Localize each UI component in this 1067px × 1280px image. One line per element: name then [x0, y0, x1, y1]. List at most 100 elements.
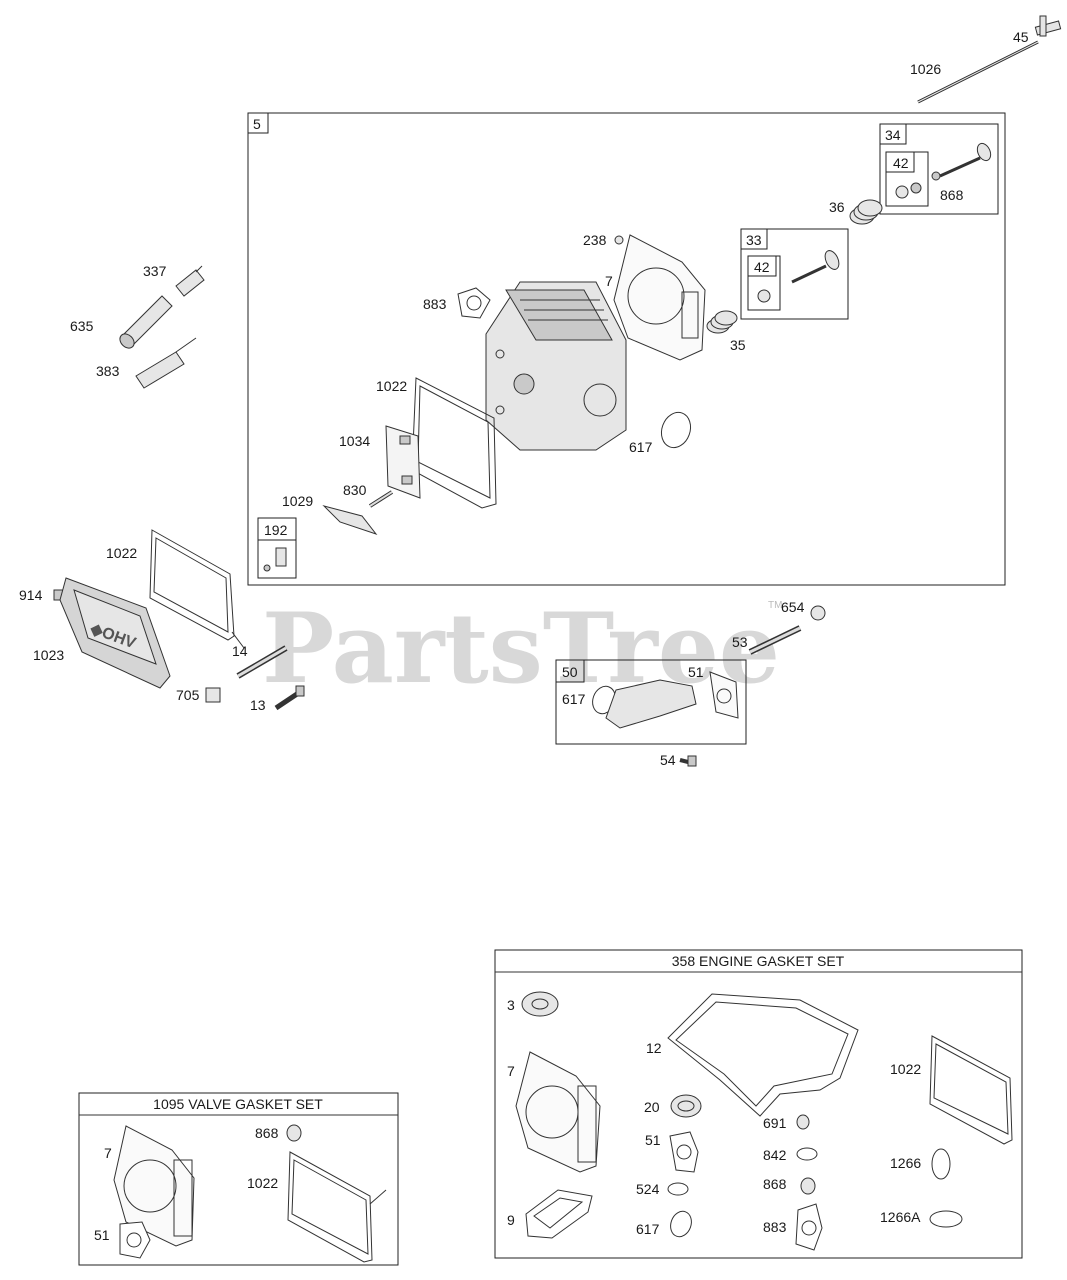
- exhaust-valve-34[interactable]: [931, 141, 993, 181]
- intake-valve-33[interactable]: [791, 248, 842, 284]
- nut-654[interactable]: [810, 605, 826, 621]
- callout-635: 635: [70, 318, 94, 334]
- valve-cover-gasket-1022-outer[interactable]: [149, 529, 245, 649]
- vgs-callout-1022: 1022: [247, 1175, 278, 1191]
- valve-keeper-42a[interactable]: [895, 182, 922, 199]
- vgs-cover-gasket-1022[interactable]: [287, 1151, 387, 1263]
- egs-callout-524: 524: [636, 1181, 660, 1197]
- egs-seal-691[interactable]: [796, 1114, 810, 1130]
- sub-box-label-42a: 42: [893, 155, 909, 171]
- cylinder-head[interactable]: [485, 281, 627, 451]
- valve-gasket-set-title: 1095 VALVE GASKET SET: [153, 1096, 323, 1112]
- egs-o-ring-842[interactable]: [796, 1147, 818, 1161]
- egs-cover-gasket-1022[interactable]: [929, 1035, 1013, 1145]
- head-gasket-7[interactable]: [613, 234, 706, 361]
- callout-35: 35: [730, 337, 746, 353]
- egs-crankcase-gasket-12[interactable]: [667, 993, 859, 1117]
- egs-callout-12: 12: [646, 1040, 662, 1056]
- egs-callout-1266: 1266: [890, 1155, 921, 1171]
- callout-654: 654: [781, 599, 805, 615]
- breather-screw-192[interactable]: [263, 547, 287, 572]
- egs-seal-3[interactable]: [521, 991, 559, 1017]
- valve-spring-35[interactable]: [706, 310, 738, 334]
- intake-manifold-51[interactable]: [605, 671, 739, 729]
- egs-callout-51: 51: [645, 1132, 661, 1148]
- plug-wrench-635[interactable]: [117, 295, 173, 351]
- callout-383: 383: [96, 363, 120, 379]
- egs-callout-1266a: 1266A: [880, 1209, 921, 1225]
- vgs-head-gasket-7[interactable]: [113, 1125, 195, 1247]
- callout-1022: 1022: [376, 378, 407, 394]
- egs-callout-9: 9: [507, 1212, 515, 1228]
- vgs-seal-868[interactable]: [286, 1124, 302, 1142]
- callout-705: 705: [176, 687, 200, 703]
- engine-gasket-set: [494, 949, 1023, 1259]
- callout-617-intake: 617: [562, 691, 586, 707]
- callout-1023: 1023: [33, 647, 64, 663]
- watermark: PartsTree: [262, 592, 780, 705]
- egs-callout-691: 691: [763, 1115, 787, 1131]
- vgs-callout-7: 7: [104, 1145, 112, 1161]
- egs-o-ring-1266[interactable]: [931, 1148, 951, 1180]
- egs-seal-868[interactable]: [800, 1177, 816, 1195]
- egs-callout-7: 7: [507, 1063, 515, 1079]
- valve-cover-1023[interactable]: ◆OHV: [59, 577, 171, 689]
- callout-1022-outer: 1022: [106, 545, 137, 561]
- callout-238: 238: [583, 232, 607, 248]
- valve-gasket-set: [78, 1092, 399, 1266]
- sub-box-50: [555, 659, 747, 745]
- assembly-box-5-tag: [247, 112, 269, 134]
- callout-7: 7: [605, 273, 613, 289]
- bolt-13[interactable]: [274, 685, 305, 711]
- bolt-54[interactable]: [679, 755, 697, 767]
- egs-intake-gasket-51[interactable]: [669, 1131, 699, 1173]
- egs-o-ring-617[interactable]: [667, 1208, 695, 1239]
- plug-tool-383[interactable]: [135, 337, 197, 389]
- callout-868: 868: [940, 187, 964, 203]
- vgs-intake-gasket-51[interactable]: [119, 1221, 151, 1259]
- assembly-label-5: 5: [253, 116, 261, 132]
- pushrod-1026[interactable]: [917, 40, 1039, 104]
- egs-gasket-9[interactable]: [525, 1189, 593, 1239]
- callout-617: 617: [629, 439, 653, 455]
- callout-883: 883: [423, 296, 447, 312]
- spark-plug-337[interactable]: [175, 265, 205, 297]
- valve-spring-36[interactable]: [849, 199, 883, 225]
- stud-14[interactable]: [236, 645, 288, 679]
- valve-45[interactable]: [1034, 15, 1062, 37]
- callout-1034: 1034: [339, 433, 370, 449]
- egs-intake-gasket-883[interactable]: [795, 1203, 823, 1251]
- watermark-tm: TM: [768, 600, 782, 611]
- sub-box-label-50: 50: [562, 664, 578, 680]
- callout-13: 13: [250, 697, 266, 713]
- breather-tube-1029[interactable]: [322, 505, 378, 535]
- callout-53: 53: [732, 634, 748, 650]
- assembly-box-5: [247, 112, 1006, 586]
- egs-o-ring-1266a[interactable]: [929, 1210, 963, 1228]
- stud-830[interactable]: [368, 490, 394, 508]
- egs-callout-1022: 1022: [890, 1061, 921, 1077]
- egs-head-gasket-7[interactable]: [515, 1051, 601, 1173]
- valve-keeper-42b[interactable]: [757, 289, 771, 303]
- callout-45: 45: [1013, 29, 1029, 45]
- callout-1029: 1029: [282, 493, 313, 509]
- stud-53[interactable]: [748, 625, 802, 655]
- sub-box-label-33: 33: [746, 232, 762, 248]
- egs-seal-20[interactable]: [670, 1094, 702, 1118]
- egs-o-ring-524[interactable]: [667, 1182, 689, 1196]
- egs-callout-842: 842: [763, 1147, 787, 1163]
- vgs-callout-51: 51: [94, 1227, 110, 1243]
- sub-box-34: [879, 123, 999, 215]
- o-ring-617[interactable]: [657, 408, 696, 451]
- intake-gasket-883[interactable]: [457, 287, 491, 319]
- sub-box-33: [740, 228, 849, 320]
- plug-238[interactable]: [614, 235, 624, 245]
- callout-830: 830: [343, 482, 367, 498]
- egs-callout-883: 883: [763, 1219, 787, 1235]
- valve-cover-gasket-1022[interactable]: [411, 377, 497, 509]
- breather-plate-1034[interactable]: [385, 425, 421, 499]
- egs-callout-20: 20: [644, 1099, 660, 1115]
- nut-705[interactable]: [205, 687, 221, 703]
- sub-box-label-34: 34: [885, 127, 901, 143]
